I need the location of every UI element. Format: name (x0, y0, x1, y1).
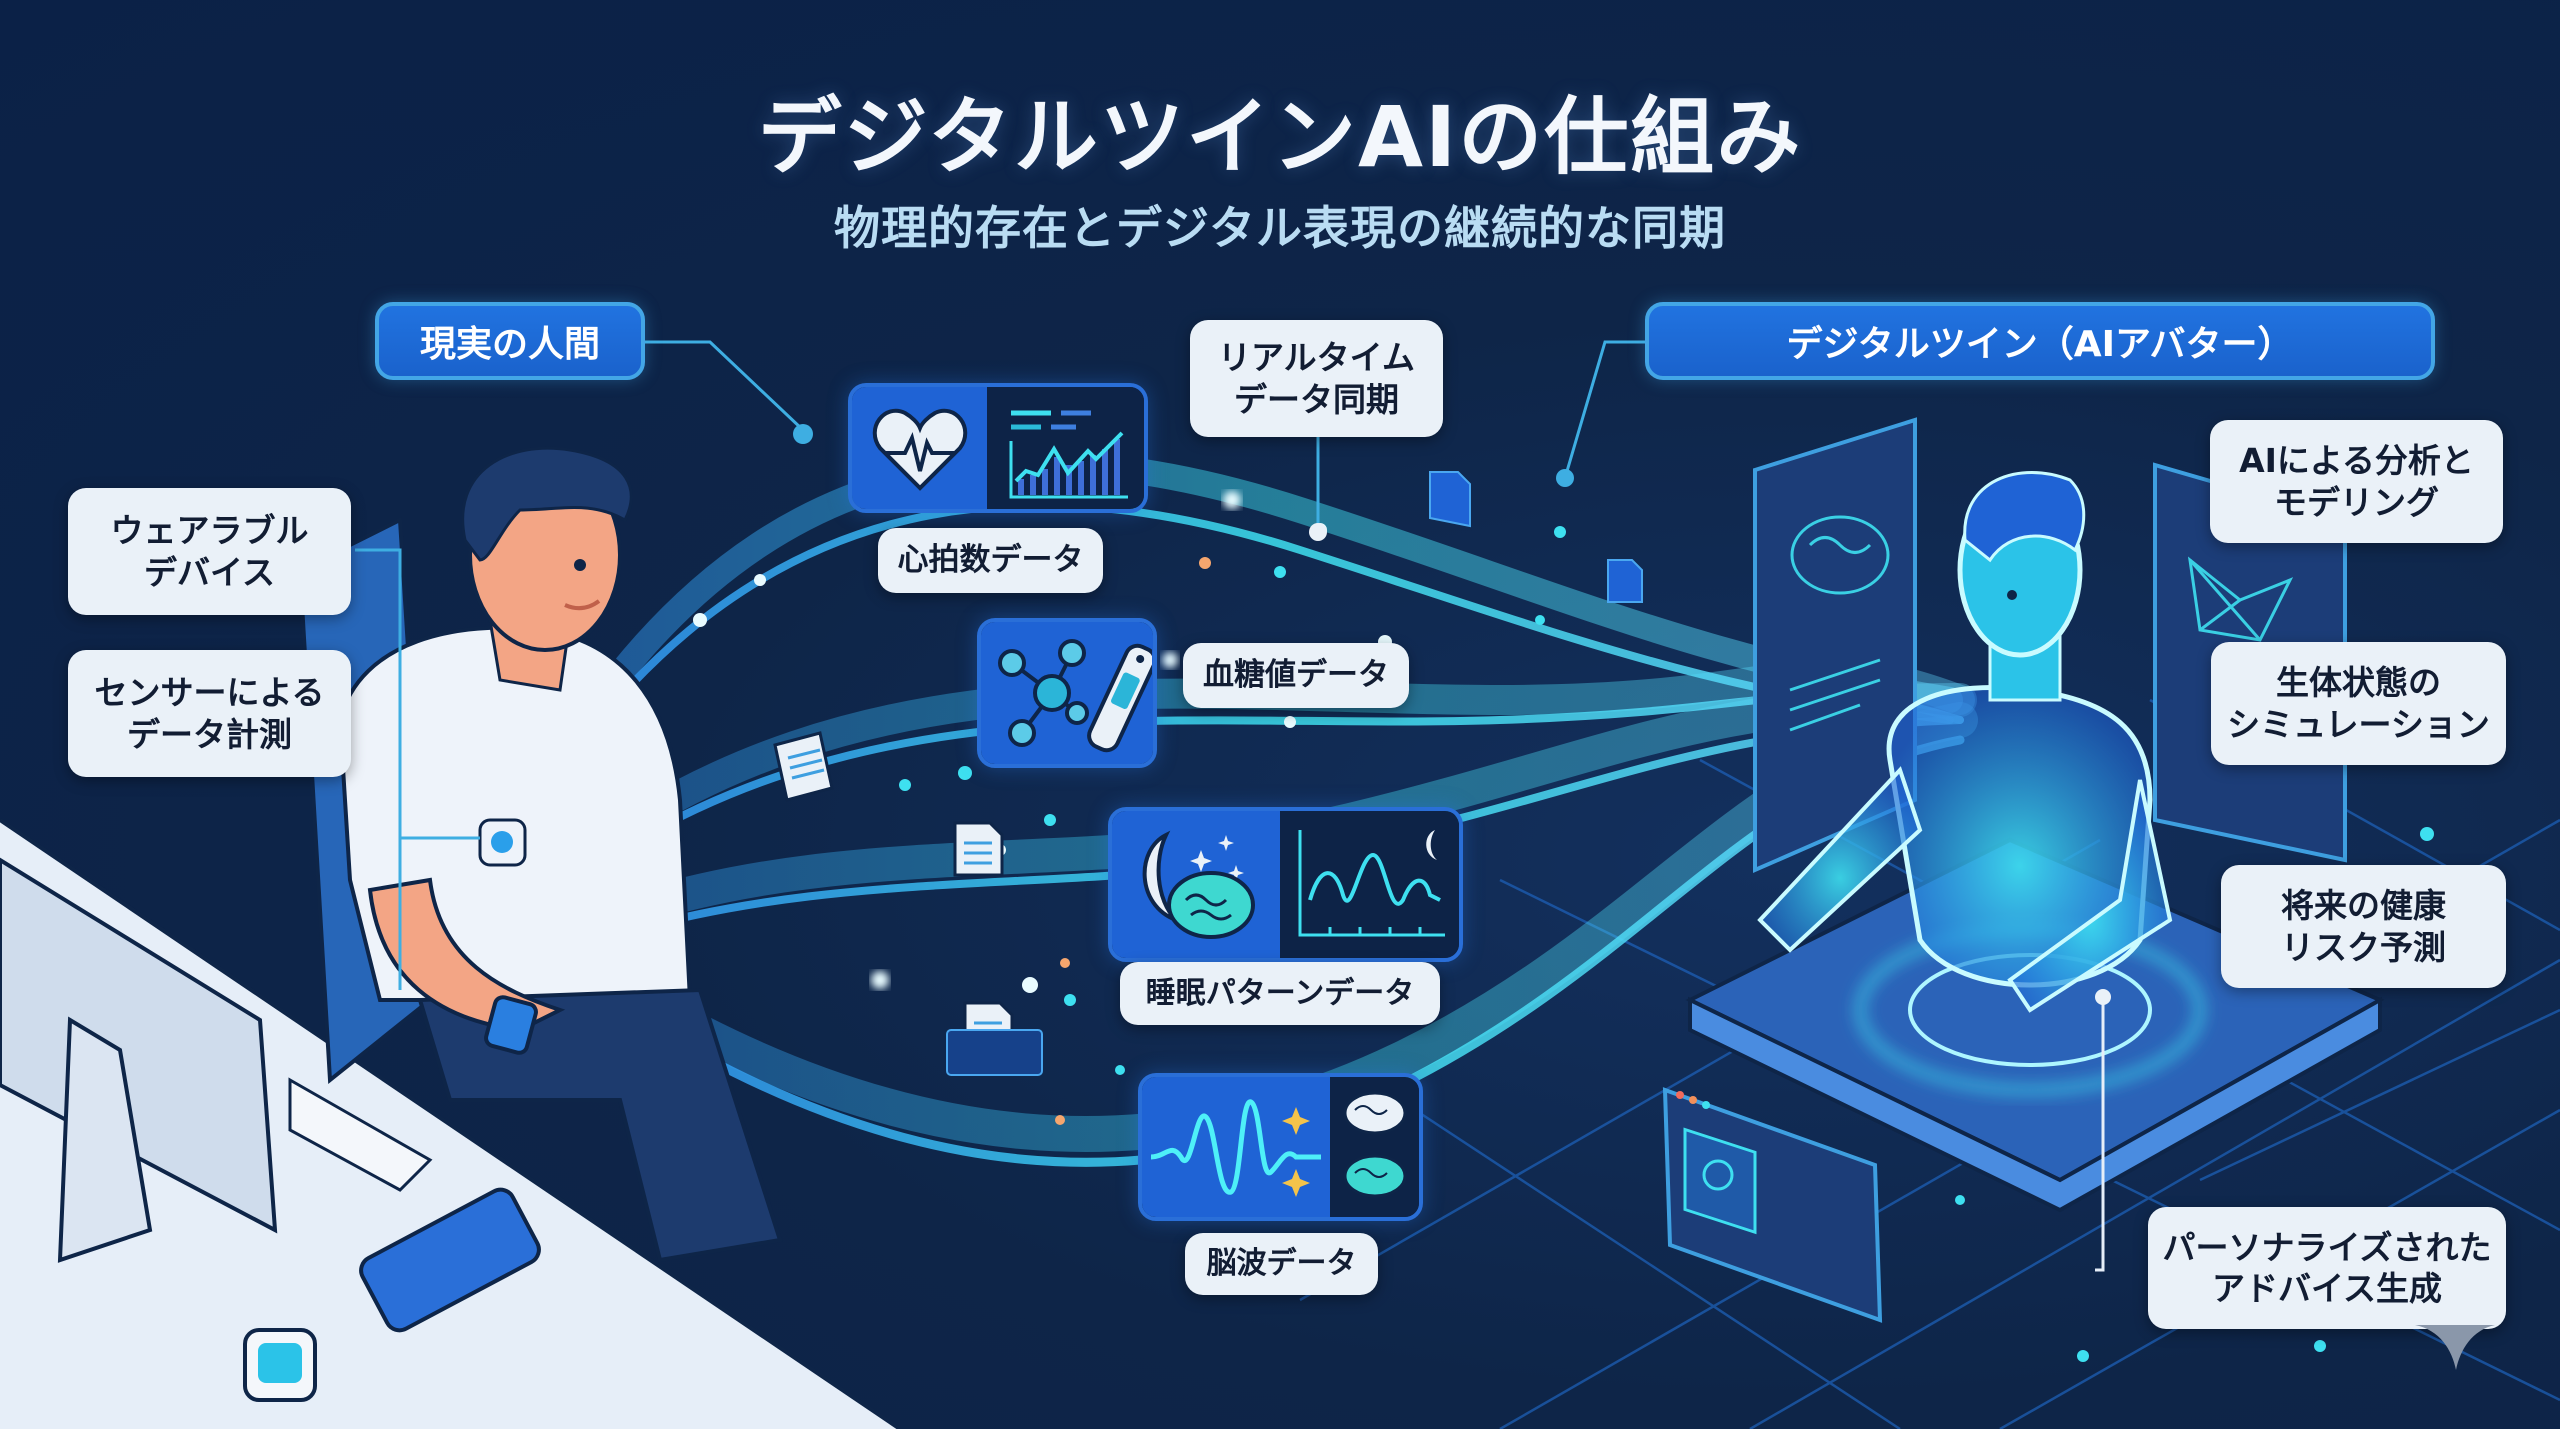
smartwatch-icon (484, 995, 538, 1055)
personalized-advice-callout: パーソナライズされた アドバイス生成 (2148, 1207, 2506, 1329)
sleep-pattern-label: 睡眠パターンデータ (1120, 962, 1440, 1025)
digital-twin-label: デジタルツイン（AIアバター） (1645, 302, 2435, 380)
realtime-sync-callout: リアルタイム データ同期 (1190, 320, 1443, 437)
sensor-measurement-callout: センサーによる データ計測 (68, 650, 351, 777)
brainwave-card (1138, 1073, 1423, 1221)
glucose-label: 血糖値データ (1183, 643, 1409, 708)
sleep-pattern-card (1108, 807, 1463, 962)
brain-cyan-icon (1343, 1154, 1406, 1198)
page-subtitle: 物理的存在とデジタル表現の継続的な同期 (833, 201, 1727, 255)
body-simulation-callout: 生体状態の シミュレーション (2211, 642, 2506, 765)
moon-brain-icon (1142, 830, 1255, 939)
molecule-glucose-meter-icon (998, 639, 1152, 753)
ai-analysis-callout: AIによる分析と モデリング (2210, 420, 2503, 543)
heart-rate-card (848, 383, 1148, 513)
heart-pulse-icon (872, 408, 967, 491)
heart-rate-chart-icon (1009, 410, 1128, 498)
smartphone-icon (359, 1187, 541, 1333)
real-human-label: 現実の人間 (375, 302, 645, 380)
sleep-wave-chart-icon (1298, 829, 1445, 936)
glucose-card (977, 618, 1157, 768)
wearable-device-callout: ウェアラブル デバイス (68, 488, 351, 615)
heart-rate-label: 心拍数データ (878, 528, 1103, 593)
brain-white-icon (1343, 1091, 1406, 1135)
page-title: デジタルツインAIの仕組み (757, 88, 1803, 186)
brain-wave-icon (1150, 1099, 1321, 1197)
health-risk-callout: 将来の健康 リスク予測 (2221, 865, 2506, 988)
brainwave-label: 脳波データ (1185, 1233, 1378, 1295)
